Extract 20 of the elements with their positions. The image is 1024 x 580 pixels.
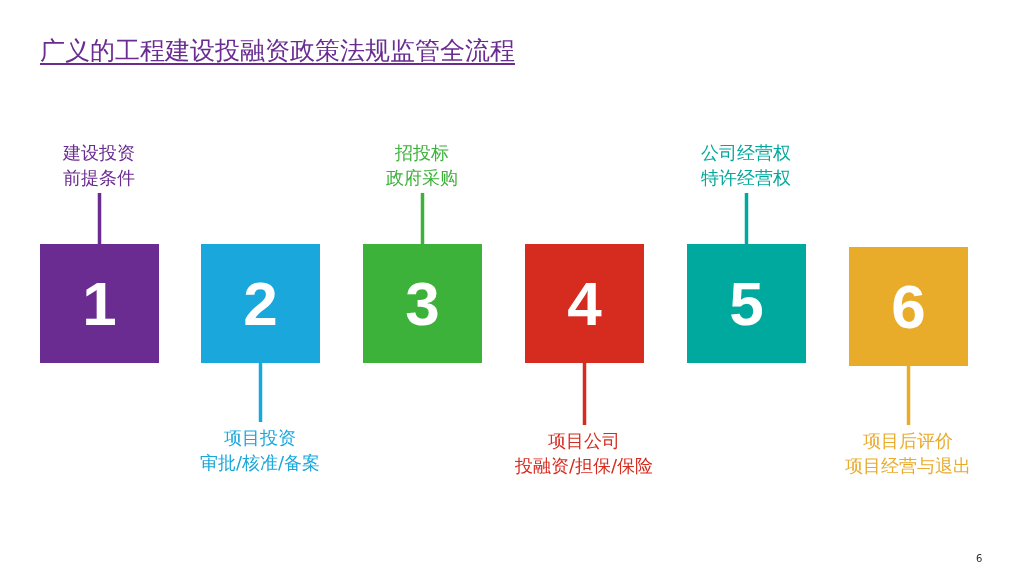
connector-line bbox=[906, 366, 911, 425]
step-label: 项目投资审批/核准/备案 bbox=[170, 425, 350, 475]
connector-line bbox=[744, 193, 749, 244]
page-number: 6 bbox=[976, 553, 983, 564]
connector-line bbox=[582, 363, 587, 425]
number-square: 3 bbox=[363, 244, 482, 363]
step-label: 项目后评价项目经营与退出 bbox=[818, 428, 998, 478]
step-label: 招投标政府采购 bbox=[332, 140, 512, 190]
connector-line bbox=[97, 193, 102, 244]
step-label: 项目公司投融资/担保/保险 bbox=[494, 428, 674, 478]
number-square: 5 bbox=[687, 244, 806, 363]
connector-line bbox=[258, 363, 263, 422]
title: 广义的工程建设投融资政策法规监管全流程 bbox=[40, 35, 515, 67]
step-label: 公司经营权特许经营权 bbox=[656, 140, 836, 190]
number-square: 2 bbox=[201, 244, 320, 363]
connector-line bbox=[420, 193, 425, 244]
number-square: 1 bbox=[40, 244, 159, 363]
number-square: 4 bbox=[525, 244, 644, 363]
number-square: 6 bbox=[849, 247, 968, 366]
step-label: 建设投资前提条件 bbox=[9, 140, 189, 190]
